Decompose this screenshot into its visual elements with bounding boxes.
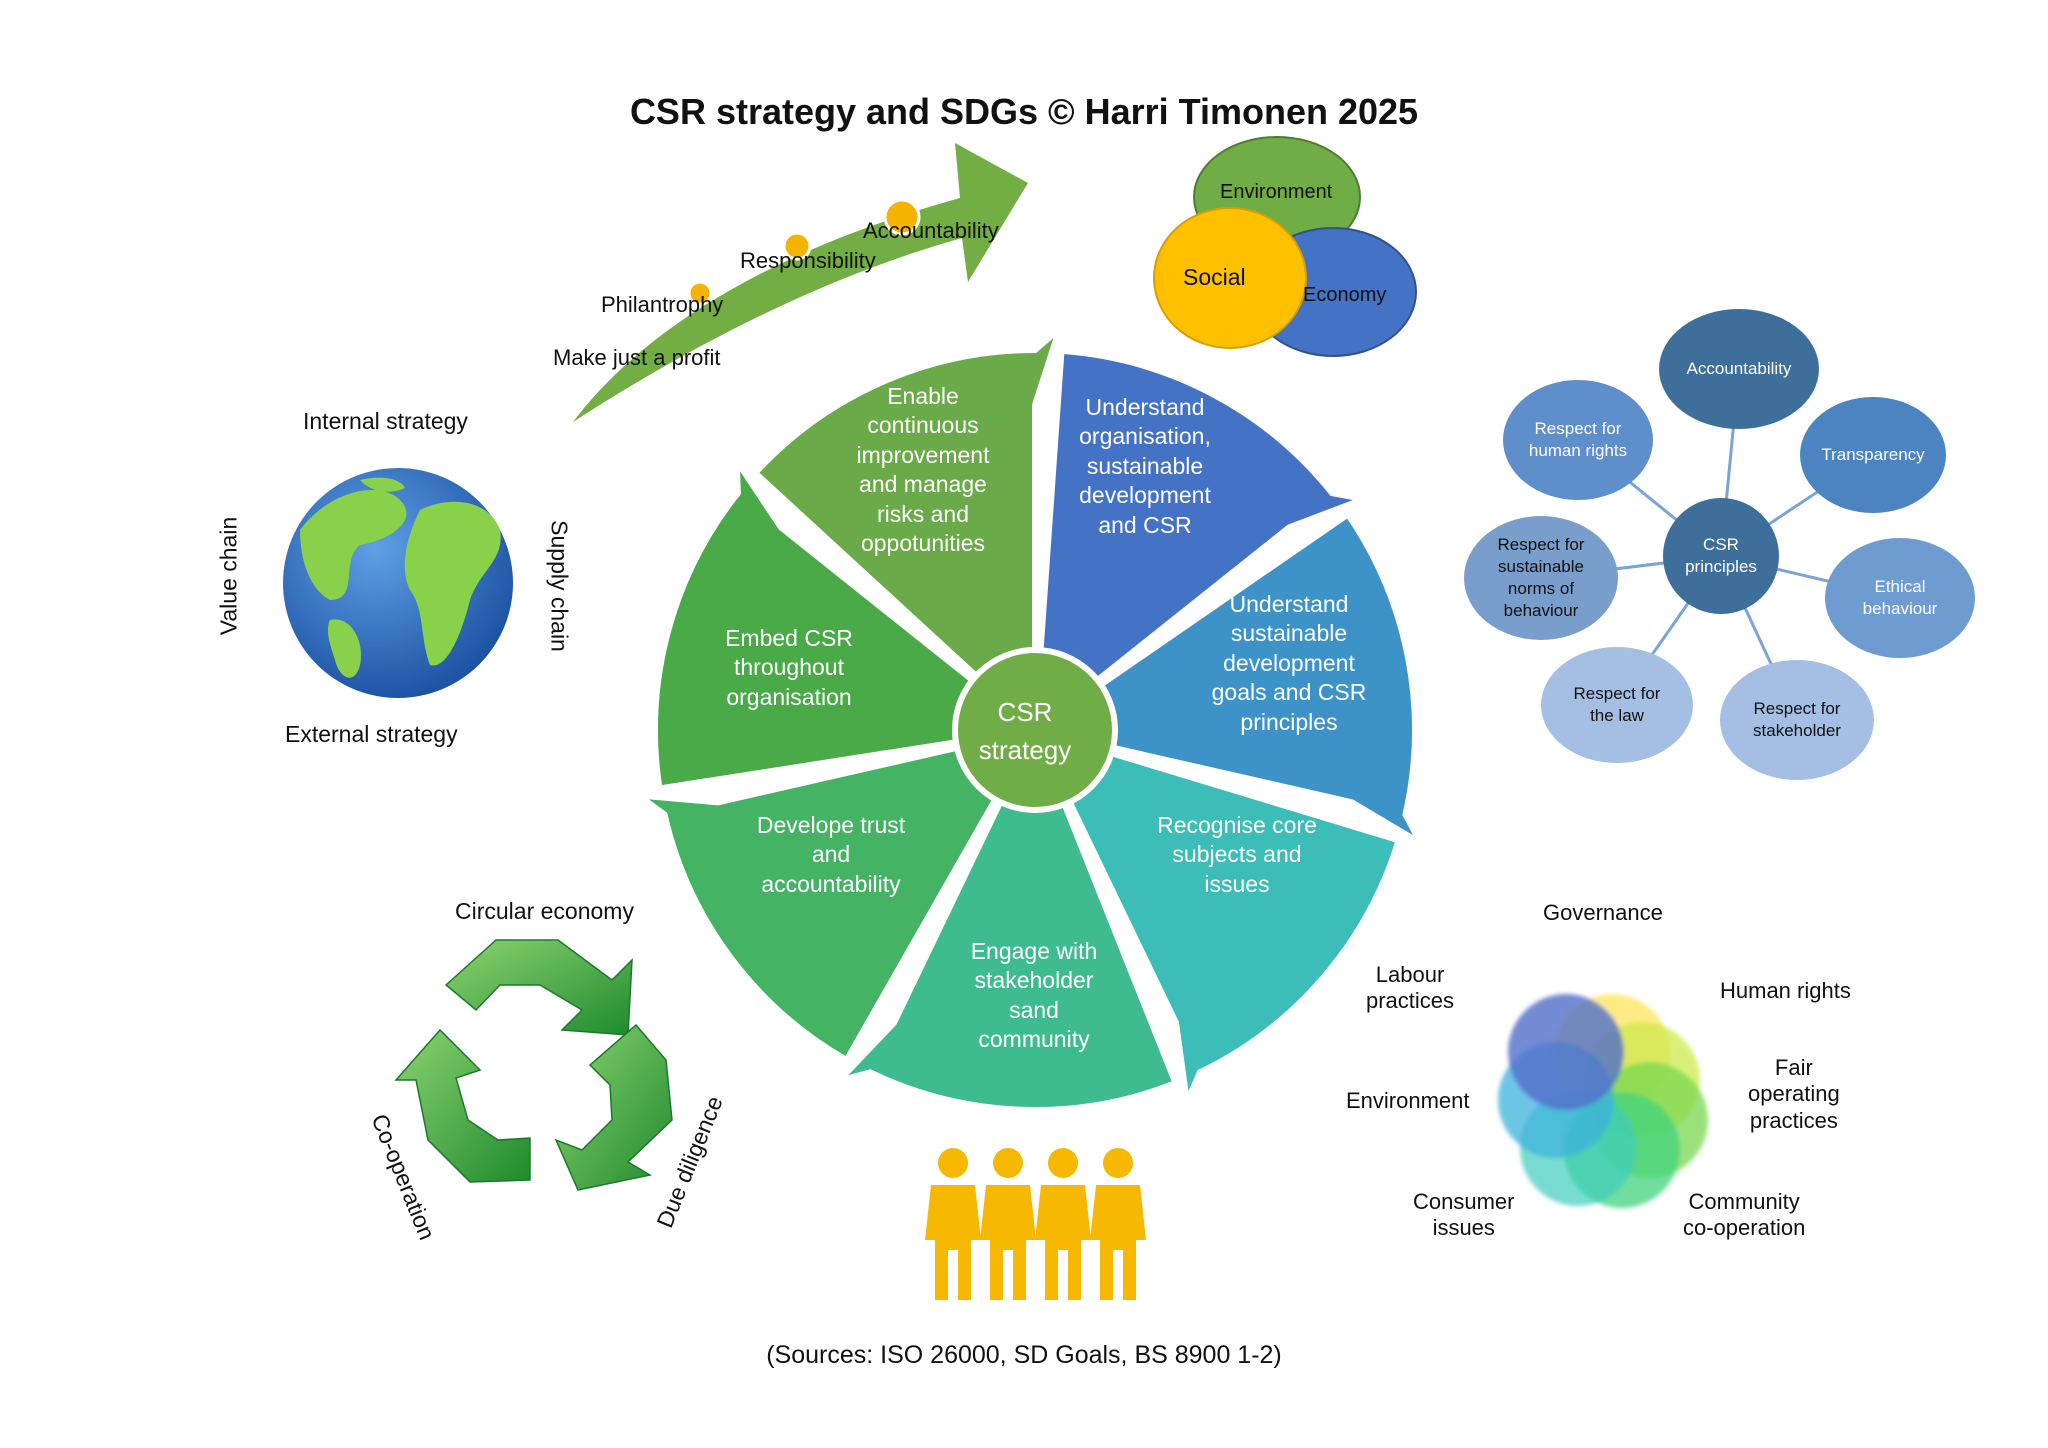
stage-philantrophy: Philantrophy [601, 292, 724, 317]
stage-make-profit: Make just a profit [553, 345, 721, 370]
stage-accountability: Accountability [863, 218, 999, 243]
stage-dot-philantrophy [687, 280, 713, 306]
social-circle [1153, 207, 1307, 349]
csr-principles-network [1464, 309, 1975, 780]
core-human-rights-label: Human rights [1720, 978, 1851, 1003]
principle-bubble-5 [1541, 647, 1693, 763]
principle-label-1: Accountability [1686, 359, 1792, 378]
cycle-segment-5 [627, 725, 1041, 1065]
stage-dot-responsibility [782, 231, 812, 261]
csr-cycle [627, 319, 1429, 1114]
core-governance-label: Governance [1543, 900, 1663, 925]
person-icon [980, 1148, 1036, 1300]
cycle-segment-1 [1031, 347, 1376, 737]
cycle-segment-3 [1029, 725, 1403, 1114]
principle-bubble-6 [1464, 516, 1618, 640]
globe-bottom-label: External strategy [285, 721, 458, 747]
cycle-segment-4 [829, 722, 1180, 1113]
principle-bubble-2 [1800, 397, 1946, 513]
stage-dot-accountability [883, 198, 921, 236]
person-icon [1035, 1148, 1091, 1300]
cycle-segment-7 [750, 319, 1066, 737]
recycle-icon [394, 939, 673, 1191]
principle-label-2: Transparency [1821, 445, 1925, 464]
person-icon [925, 1148, 981, 1300]
globe-top-label: Internal strategy [303, 408, 468, 434]
principles-center-circle [1663, 498, 1779, 614]
cycle-center-circle [952, 647, 1118, 813]
stage-responsibility: Responsibility [740, 248, 876, 273]
cycle-segment-2 [1027, 510, 1429, 852]
principle-bubble-3 [1825, 538, 1975, 658]
pillar-economy-label: Economy [1303, 284, 1387, 306]
pillars-venn [1153, 136, 1417, 357]
globe-left-label: Value chain [215, 516, 242, 636]
cycle-segment-6 [652, 450, 1043, 792]
pillar-environment-label: Environment [1220, 181, 1333, 203]
globe-icon [283, 468, 513, 698]
core-subjects-flower [1498, 994, 1708, 1208]
pillar-social-label: Social [1183, 264, 1246, 290]
circular-economy-label: Circular economy [455, 898, 634, 924]
evolution-arrow [573, 143, 1028, 422]
principle-bubble-7 [1503, 380, 1653, 500]
sources-note: (Sources: ISO 26000, SD Goals, BS 8900 1… [766, 1341, 1282, 1369]
globe-right-label: Supply chain [546, 520, 573, 652]
principle-bubble-1 [1659, 309, 1819, 429]
diagram-title: CSR strategy and SDGs © Harri Timonen 20… [629, 91, 1419, 132]
principle-bubble-4 [1720, 660, 1874, 780]
people-icon [925, 1148, 1146, 1300]
core-environment-label: Environment [1346, 1088, 1470, 1113]
petal-labour [1508, 994, 1624, 1110]
person-icon [1090, 1148, 1146, 1300]
